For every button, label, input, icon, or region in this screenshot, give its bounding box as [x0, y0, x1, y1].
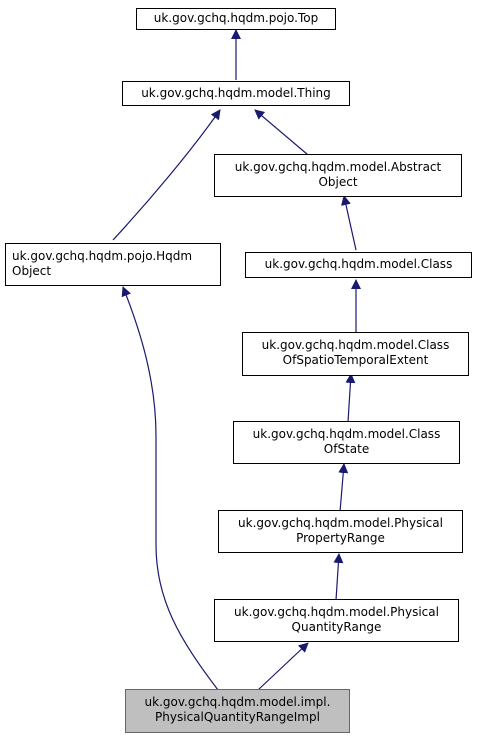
edge-abstract-object-to-thing	[254, 109, 315, 161]
node-class-of-state-line-1: uk.gov.gchq.hqdm.model.Class	[252, 427, 441, 441]
node-class-of-spatio-temporal-extent[interactable]: uk.gov.gchq.hqdm.model.Class OfSpatioTem…	[242, 332, 469, 376]
node-abstract-object-line-1: uk.gov.gchq.hqdm.model.Abstract	[234, 160, 442, 174]
edge-physical-quantity-range-to-physical-property-range	[333, 553, 344, 601]
edge-physical-property-range-to-class-of-state	[338, 463, 349, 513]
node-physical-property-range-line-2: PropertyRange	[296, 531, 385, 545]
edge-hqdm-object-to-thing	[112, 109, 221, 241]
node-class-of-ste-line-1: uk.gov.gchq.hqdm.model.Class	[261, 338, 450, 352]
node-abstract-object[interactable]: uk.gov.gchq.hqdm.model.Abstract Object	[214, 154, 462, 197]
node-class-of-ste-line-2: OfSpatioTemporalExtent	[282, 353, 429, 367]
node-impl-line-2: PhysicalQuantityRangeImpl	[155, 710, 320, 724]
node-physical-property-range-line-1: uk.gov.gchq.hqdm.model.Physical	[238, 516, 443, 530]
node-impl-line-1: uk.gov.gchq.hqdm.model.impl.	[144, 695, 331, 709]
node-top-label: uk.gov.gchq.hqdm.pojo.Top	[153, 11, 319, 25]
node-class[interactable]: uk.gov.gchq.hqdm.model.Class	[245, 252, 472, 278]
edge-class-to-abstract-object	[341, 195, 357, 251]
node-hqdm-object-line-1: uk.gov.gchq.hqdm.pojo.Hqdm	[12, 249, 193, 263]
node-physical-quantity-range-line-1: uk.gov.gchq.hqdm.model.Physical	[234, 605, 439, 619]
node-class-of-state[interactable]: uk.gov.gchq.hqdm.model.Class OfState	[233, 421, 460, 464]
node-abstract-object-line-2: Object	[318, 175, 358, 189]
node-physical-property-range[interactable]: uk.gov.gchq.hqdm.model.Physical Property…	[218, 510, 463, 553]
node-hqdm-object-line-2: Object	[12, 264, 52, 278]
node-top[interactable]: uk.gov.gchq.hqdm.pojo.Top	[136, 8, 336, 30]
edge-impl-to-physical-quantity-range	[257, 642, 309, 691]
edge-impl-to-hqdm-object	[121, 286, 219, 691]
node-class-label: uk.gov.gchq.hqdm.model.Class	[264, 257, 453, 271]
node-hqdm-object[interactable]: uk.gov.gchq.hqdm.pojo.Hqdm Object	[5, 243, 221, 286]
node-physical-quantity-range[interactable]: uk.gov.gchq.hqdm.model.Physical Quantity…	[214, 599, 459, 642]
node-physical-quantity-range-impl[interactable]: uk.gov.gchq.hqdm.model.impl. PhysicalQua…	[125, 689, 350, 733]
node-thing[interactable]: uk.gov.gchq.hqdm.model.Thing	[122, 81, 350, 106]
edge-class-of-state-to-class-of-ste	[345, 373, 356, 423]
node-physical-quantity-range-line-2: QuantityRange	[291, 620, 382, 634]
node-class-of-state-line-2: OfState	[323, 442, 370, 456]
node-thing-label: uk.gov.gchq.hqdm.model.Thing	[141, 86, 331, 100]
